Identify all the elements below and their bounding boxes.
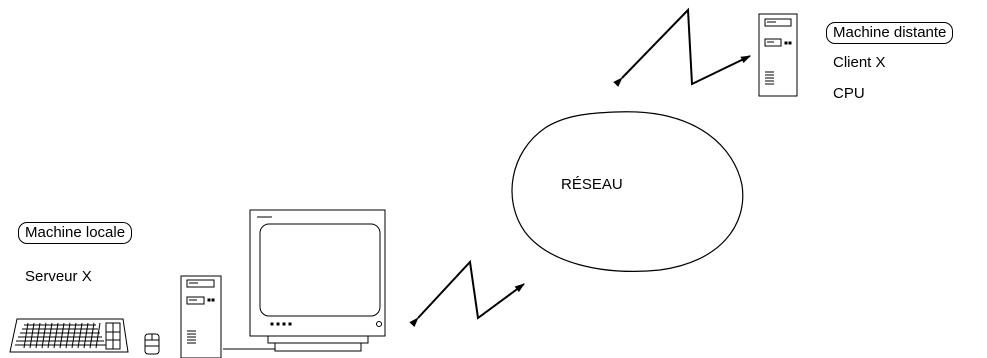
local-machine-label: Machine locale bbox=[18, 222, 133, 244]
client-x-label: Client X bbox=[833, 54, 886, 71]
network-label: RÉSEAU bbox=[561, 176, 623, 193]
cpu-label: CPU bbox=[833, 85, 865, 102]
network-cloud bbox=[511, 111, 744, 272]
local-monitor bbox=[249, 209, 386, 352]
mouse bbox=[144, 333, 160, 355]
x-server-label: Serveur X bbox=[25, 268, 92, 285]
local-computer-tower bbox=[180, 275, 222, 358]
keyboard bbox=[9, 318, 129, 353]
remote-computer-tower bbox=[758, 13, 798, 97]
network-link-remote bbox=[613, 7, 751, 87]
network-link-local bbox=[409, 259, 525, 327]
remote-machine-label: Machine distante bbox=[826, 22, 954, 44]
